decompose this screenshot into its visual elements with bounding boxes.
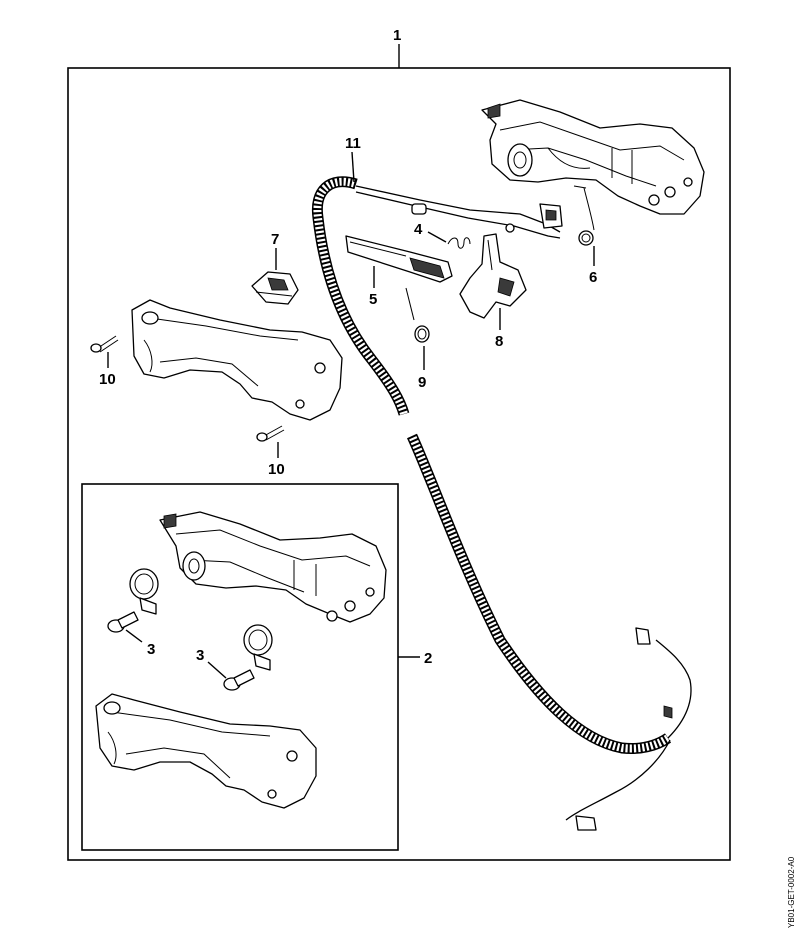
callout-6: 6: [589, 269, 597, 286]
handle-housing-right-upper: [481, 99, 705, 215]
callout-3-left: 3: [147, 641, 155, 658]
callout-2: 2: [424, 650, 432, 667]
leader-line-3-right: [207, 661, 227, 679]
handle-shell-left-lower: [95, 693, 317, 809]
handle-housing-right-lower: [159, 511, 387, 623]
callout-3-right: 3: [196, 647, 204, 664]
screw-part-3-right: [223, 669, 255, 691]
clip-part-7: [251, 271, 299, 305]
callout-10-bottom: 10: [268, 461, 285, 478]
throttle-trigger-part-5: [345, 235, 453, 283]
callout-4: 4: [414, 221, 423, 238]
leader-line-11: [351, 151, 355, 183]
wire-harness: [311, 176, 692, 831]
callout-7: 7: [271, 231, 279, 248]
spring-clip-part-6: [573, 185, 595, 246]
pin-part-9: [405, 287, 430, 343]
callout-5: 5: [369, 291, 377, 308]
screw-part-3-left: [107, 611, 139, 633]
callout-8: 8: [495, 333, 503, 350]
clamp-ring-lower: [243, 624, 273, 671]
callout-9: 9: [418, 374, 426, 391]
callout-11: 11: [345, 135, 361, 152]
kit-frame: [81, 483, 399, 851]
callout-10-top: 10: [99, 371, 116, 388]
callout-1: 1: [393, 27, 401, 44]
drawing-code: YB01-GET-0002-A0: [787, 856, 796, 928]
screw-part-10-top: [90, 335, 119, 353]
leader-line-3-left: [125, 629, 143, 643]
lockout-lever-part-8: [459, 233, 527, 319]
spring-part-4: [447, 237, 471, 249]
leader-line-4: [427, 231, 447, 243]
screw-part-10-bottom: [256, 425, 285, 442]
clamp-ring-upper: [129, 568, 159, 615]
handle-shell-left-upper: [131, 299, 343, 421]
